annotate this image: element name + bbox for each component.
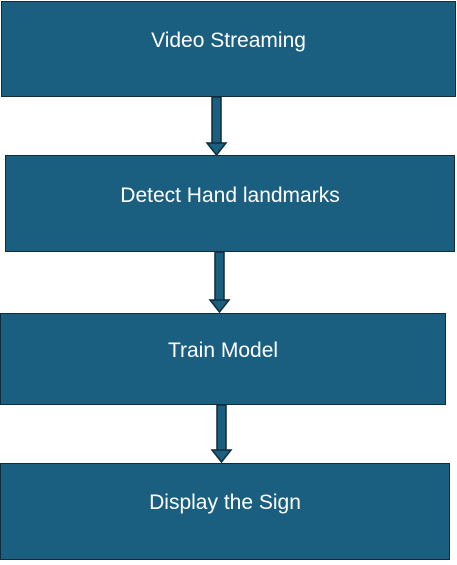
step-label: Train Model xyxy=(167,339,279,362)
arrow-down-icon xyxy=(208,251,231,314)
step-train-model: Train Model xyxy=(0,313,446,405)
step-label: Detect Hand landmarks xyxy=(120,184,340,207)
arrow-down-icon xyxy=(205,96,228,157)
step-label: Display the Sign xyxy=(149,491,301,514)
step-detect-hand-landmarks: Detect Hand landmarks xyxy=(5,155,455,252)
arrow-down-icon xyxy=(210,404,233,464)
step-video-streaming: Video Streaming xyxy=(1,1,456,97)
step-label: Video Streaming xyxy=(151,29,306,52)
step-display-the-sign: Display the Sign xyxy=(0,463,450,560)
